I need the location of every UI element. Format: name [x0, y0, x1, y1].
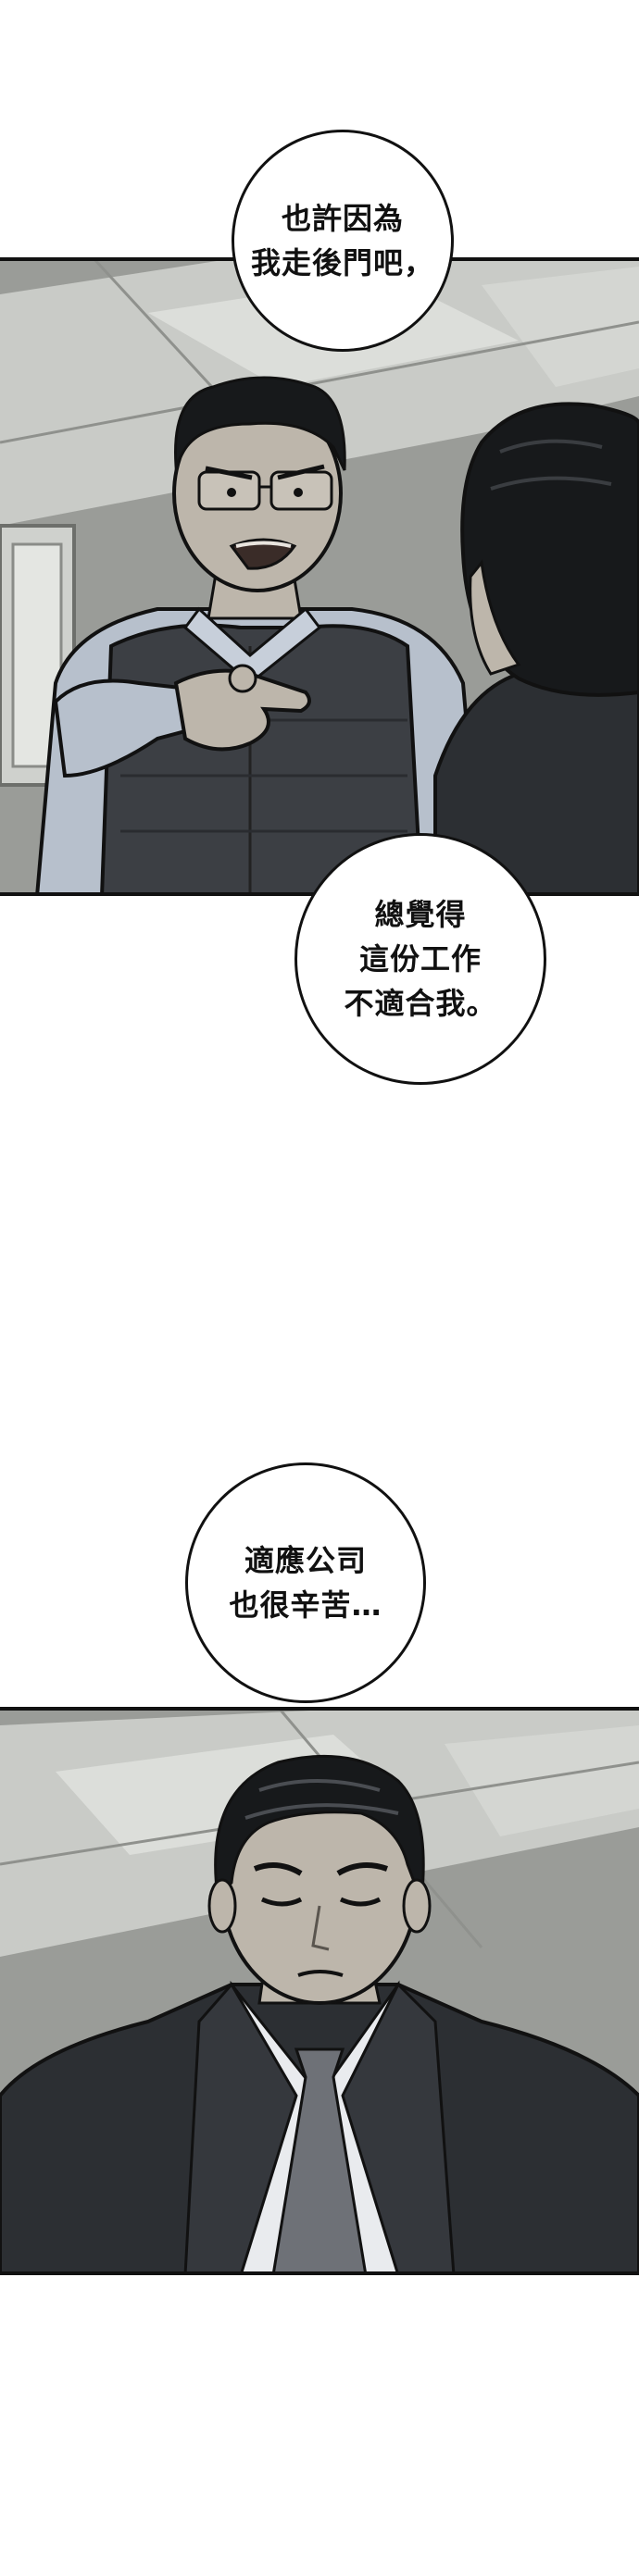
- bubble-2-line-3: 不適合我。: [344, 986, 497, 1021]
- bubble-3-line-2: 也很辛苦…: [229, 1587, 382, 1623]
- bubble-3-line-1: 適應公司: [244, 1543, 367, 1578]
- panel-2-bottom-border: [0, 2271, 639, 2275]
- comic-panel-2: [0, 1707, 639, 2275]
- speech-bubble-3: 適應公司 也很辛苦…: [185, 1462, 426, 1703]
- panel-2-top-border: [0, 1707, 639, 1711]
- bubble-1-line-1: 也許因為: [281, 201, 404, 236]
- speech-bubble-1: 也許因為 我走後門吧，: [232, 130, 454, 352]
- comic-panel-1: [0, 257, 639, 896]
- bubble-2-line-1: 總覺得: [374, 897, 467, 932]
- bubble-2-line-2: 這份工作: [358, 941, 482, 977]
- bubble-1-line-2: 我走後門吧，: [250, 245, 434, 280]
- office-worker-pointing-illustration: [0, 257, 639, 896]
- young-man-looking-down-illustration: [0, 1707, 639, 2275]
- speech-bubble-2: 總覺得 這份工作 不適合我。: [294, 833, 546, 1085]
